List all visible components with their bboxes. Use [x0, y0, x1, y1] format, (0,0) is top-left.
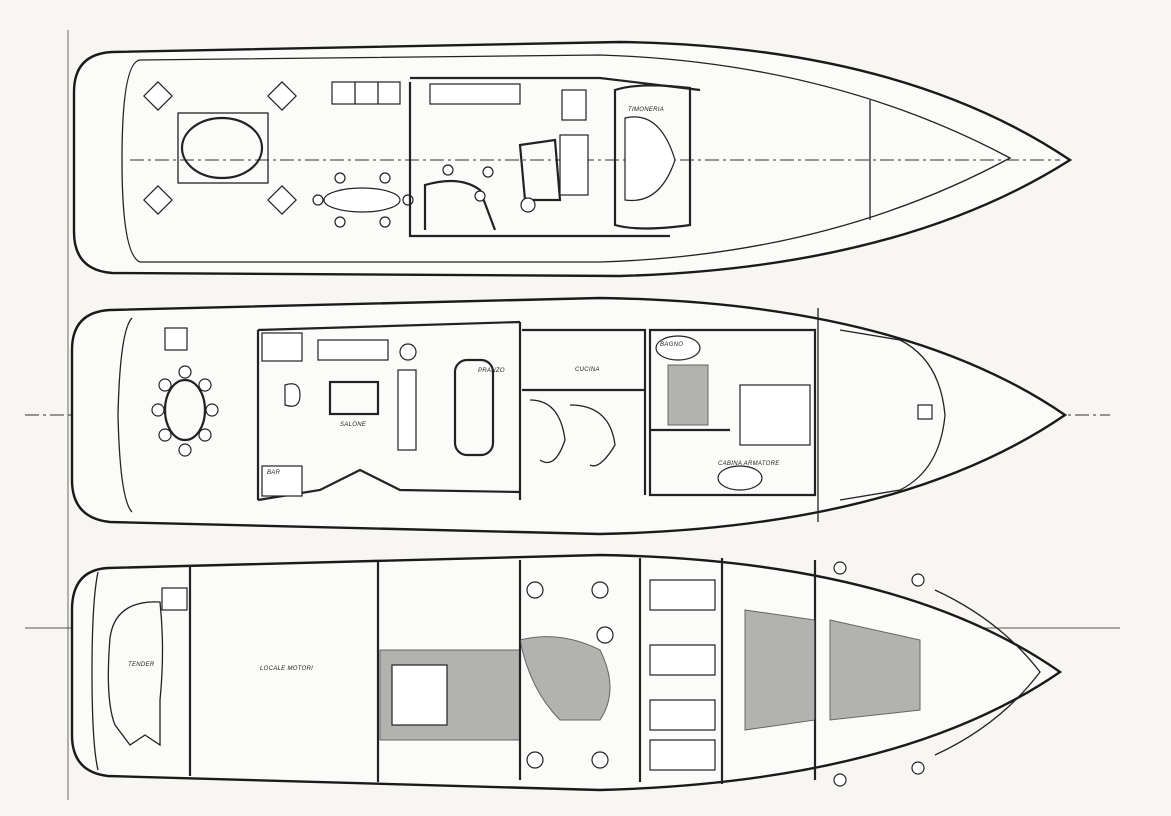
- tender-label: TENDER: [128, 662, 155, 668]
- flybridge-deck: TIMONERIA: [72, 40, 1073, 278]
- engine-room-label: LOCALE MOTORI: [260, 666, 313, 672]
- dining-label: PRANZO: [478, 368, 505, 374]
- bar-label: BAR: [267, 470, 281, 476]
- owner-cabin-label: CABINA ARMATORE: [718, 461, 780, 467]
- lower-deck: TENDER LOCALE MOTORI: [70, 553, 1063, 792]
- main-deck: PRANZO SALONE BAR CUCINA CABINA ARMATORE…: [70, 296, 1068, 536]
- salon-label: SALONE: [340, 422, 367, 428]
- helm-label: TIMONERIA: [628, 107, 664, 113]
- galley-label: CUCINA: [575, 367, 600, 373]
- bathroom-label: BAGNO: [660, 342, 683, 348]
